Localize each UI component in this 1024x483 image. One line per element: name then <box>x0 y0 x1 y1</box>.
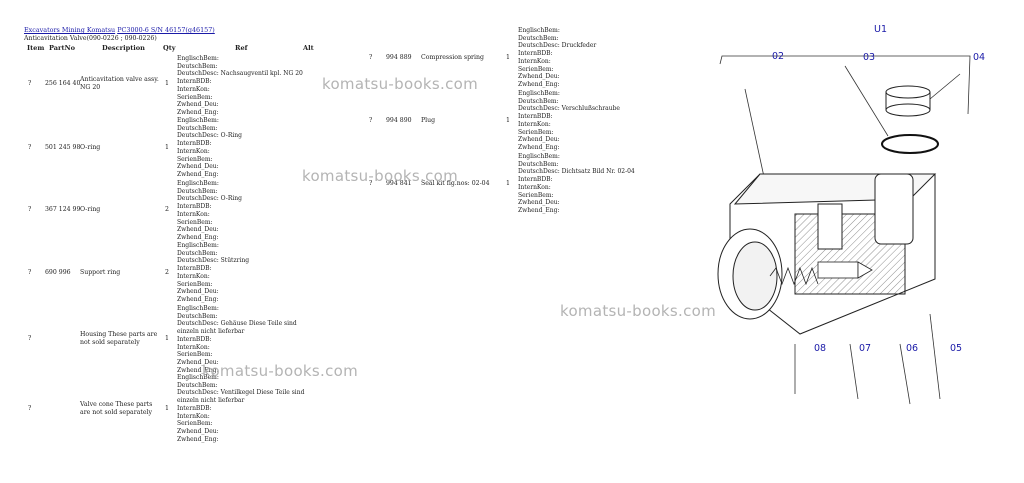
cell-qty: 2 <box>165 206 169 213</box>
cell-meta: EnglischBem:DeutschBem:DeutschDesc: Vent… <box>177 374 305 443</box>
column-header-ref: Ref <box>235 44 248 52</box>
cell-partno: 994 841 <box>386 180 412 187</box>
cell-description: Seal kit fig.nos: 02-04 <box>421 180 490 187</box>
cell-partno: 994 890 <box>386 117 412 124</box>
cell-meta: EnglischBem:DeutschBem:DeutschDesc: Nach… <box>177 55 303 116</box>
cell-meta: EnglischBem:DeutschBem:DeutschDesc: O-Ri… <box>177 180 242 241</box>
cell-description: Housing These parts are not sold separat… <box>80 331 158 346</box>
cell-item: ? <box>28 206 32 213</box>
diagram-label-06: 06 <box>906 343 918 354</box>
column-header-qty: Qty <box>163 44 176 52</box>
valve-spring <box>769 261 873 286</box>
cell-item: ? <box>369 180 373 187</box>
cell-meta: EnglischBem:DeutschBem:DeutschDesc: Druc… <box>518 27 597 88</box>
cell-meta: EnglischBem:DeutschBem:DeutschDesc: Dich… <box>518 153 635 214</box>
page-subtitle: Anticavitation Valve(090-0226 ; 090-0226… <box>24 35 157 42</box>
cell-partno: 367 124 99 <box>45 206 81 213</box>
column-header-item: Item <box>27 44 45 52</box>
cell-item: ? <box>369 54 373 61</box>
breadcrumb: Excavators Mining Komatsu PC3000-6 S/N 4… <box>24 26 215 34</box>
exploded-view-diagram: U1 02 03 04 08 07 06 05 <box>717 24 985 405</box>
cell-item: ? <box>28 80 32 87</box>
diagram-label-04: 04 <box>973 52 985 63</box>
cell-item: ? <box>369 117 373 124</box>
cell-item: ? <box>28 269 32 276</box>
watermark: komatsu-books.com <box>302 167 459 185</box>
cell-description: Plug <box>421 117 436 124</box>
cell-meta: EnglischBem:DeutschBem:DeutschDesc: O-Ri… <box>177 117 242 178</box>
diagram-label-u1: U1 <box>874 24 887 35</box>
cell-item: ? <box>28 335 32 342</box>
cell-qty: 1 <box>506 180 510 187</box>
cell-qty: 1 <box>506 54 510 61</box>
cell-meta: EnglischBem:DeutschBem:DeutschDesc: Stüt… <box>177 242 250 303</box>
cell-item: ? <box>28 405 32 412</box>
cell-description: O-ring <box>80 206 101 213</box>
watermark: komatsu-books.com <box>560 302 717 320</box>
cell-description: O-ring <box>80 144 101 151</box>
cell-partno: 690 996 <box>45 269 71 276</box>
diagram-label-05: 05 <box>950 343 962 354</box>
cell-qty: 2 <box>165 269 169 276</box>
cell-meta: EnglischBem:DeutschBem:DeutschDesc: Gehä… <box>177 305 297 374</box>
cell-partno: 256 164 40 <box>45 80 81 87</box>
watermark: komatsu-books.com <box>322 75 479 93</box>
o-ring <box>881 134 939 154</box>
cell-qty: 1 <box>165 405 169 412</box>
watermark: komatsu-books.com <box>202 362 359 380</box>
diagram-label-03: 03 <box>863 52 875 63</box>
column-header-alt: Alt <box>303 44 314 52</box>
column-header-partno: PartNo <box>49 44 75 52</box>
cell-qty: 1 <box>165 335 169 342</box>
housing-block <box>717 173 937 335</box>
cell-qty: 1 <box>506 117 510 124</box>
column-header-description: Description <box>102 44 145 52</box>
cell-description: Valve cone These parts are not sold sepa… <box>80 401 153 416</box>
cell-description: Support ring <box>80 269 121 276</box>
diagram-label-07: 07 <box>859 343 871 354</box>
diagram-label-08: 08 <box>814 343 826 354</box>
breadcrumb-link-model[interactable]: PC3000-6 S/N 46157(g46157) <box>117 26 215 34</box>
support-ring <box>885 85 931 117</box>
cell-qty: 1 <box>165 80 169 87</box>
cell-partno: 501 245 98 <box>45 144 81 151</box>
cell-meta: EnglischBem:DeutschBem:DeutschDesc: Vers… <box>518 90 620 151</box>
cell-description: Anticavitation valve assy. NG 20 <box>80 76 159 91</box>
diagram-label-02: 02 <box>772 51 784 62</box>
cell-description: Compression spring <box>421 54 484 61</box>
breadcrumb-link-category[interactable]: Excavators Mining Komatsu <box>24 26 116 34</box>
cell-qty: 1 <box>165 144 169 151</box>
cell-item: ? <box>28 144 32 151</box>
cell-partno: 994 889 <box>386 54 412 61</box>
